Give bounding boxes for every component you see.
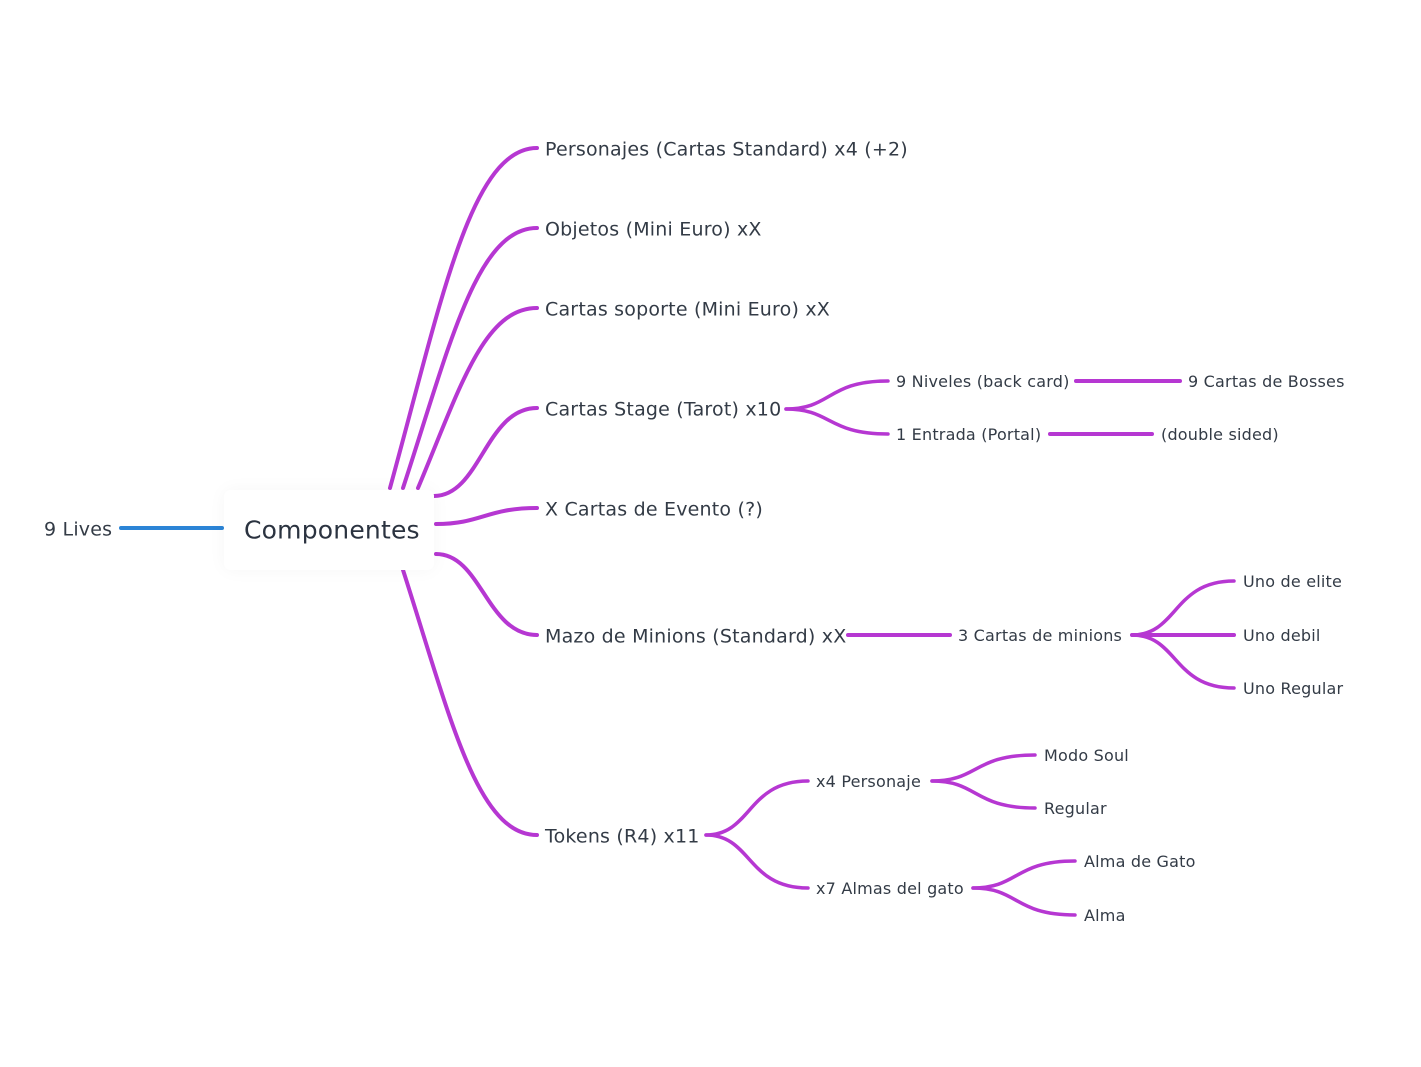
branch-line-cartas-evento [434, 506, 539, 526]
topic-personajes[interactable]: Personajes (Cartas Standard) x4 (+2) [545, 138, 908, 161]
branch-line-uno-elite [1130, 579, 1236, 637]
subtopic-uno-debil[interactable]: Uno debil [1243, 626, 1321, 645]
branch-line-regular [930, 779, 1037, 810]
branch-line-cartas-stage [432, 406, 539, 498]
topic-objetos[interactable]: Objetos (Mini Euro) xX [545, 218, 762, 241]
branch-line-modo-soul [930, 753, 1037, 783]
topic-tokens[interactable]: Tokens (R4) x11 [545, 825, 700, 848]
branch-line-personajes [388, 146, 539, 490]
branch-line-x7-almas [704, 833, 810, 890]
topic-cartas-evento[interactable]: X Cartas de Evento (?) [545, 498, 764, 521]
subtopic-uno-regular[interactable]: Uno Regular [1243, 679, 1344, 698]
subtopic-x7-almas[interactable]: x7 Almas del gato [816, 879, 964, 898]
subtopic-cartas-bosses[interactable]: 9 Cartas de Bosses [1188, 372, 1345, 391]
connector-lines [119, 146, 1236, 917]
branch-line-niveles [784, 379, 890, 411]
topic-cartas-soporte[interactable]: Cartas soporte (Mini Euro) xX [545, 298, 830, 321]
branch-line-objetos [401, 226, 539, 490]
central-topic-box[interactable] [224, 490, 434, 570]
subtopic-alma[interactable]: Alma [1084, 906, 1126, 925]
branch-line-mazo-minions [434, 552, 539, 637]
branch-line-uno-regular [1130, 633, 1236, 690]
subtopic-x4-personaje[interactable]: x4 Personaje [816, 772, 921, 791]
branch-line-cartas-soporte [416, 306, 539, 490]
subtopic-double-sided[interactable]: (double sided) [1161, 425, 1279, 444]
subtopic-uno-elite[interactable]: Uno de elite [1243, 572, 1343, 591]
topic-cartas-stage[interactable]: Cartas Stage (Tarot) x10 [545, 398, 782, 421]
subtopic-regular[interactable]: Regular [1044, 799, 1107, 818]
branch-line-x4-personaje [704, 779, 810, 837]
subtopic-niveles[interactable]: 9 Niveles (back card) [896, 372, 1070, 391]
subtopic-alma-de-gato[interactable]: Alma de Gato [1084, 852, 1196, 871]
root-topic[interactable]: 9 Lives [44, 518, 113, 541]
branch-line-alma [971, 886, 1077, 917]
central-topic[interactable]: Componentes [244, 515, 420, 545]
subtopic-modo-soul[interactable]: Modo Soul [1044, 746, 1129, 765]
subtopic-cartas-minions[interactable]: 3 Cartas de minions [958, 626, 1123, 645]
branch-line-entrada [784, 407, 890, 436]
subtopic-entrada[interactable]: 1 Entrada (Portal) [896, 425, 1042, 444]
topic-mazo-minions[interactable]: Mazo de Minions (Standard) xX [545, 625, 847, 648]
branch-line-tokens [401, 568, 539, 837]
branch-line-alma-de-gato [971, 859, 1077, 890]
